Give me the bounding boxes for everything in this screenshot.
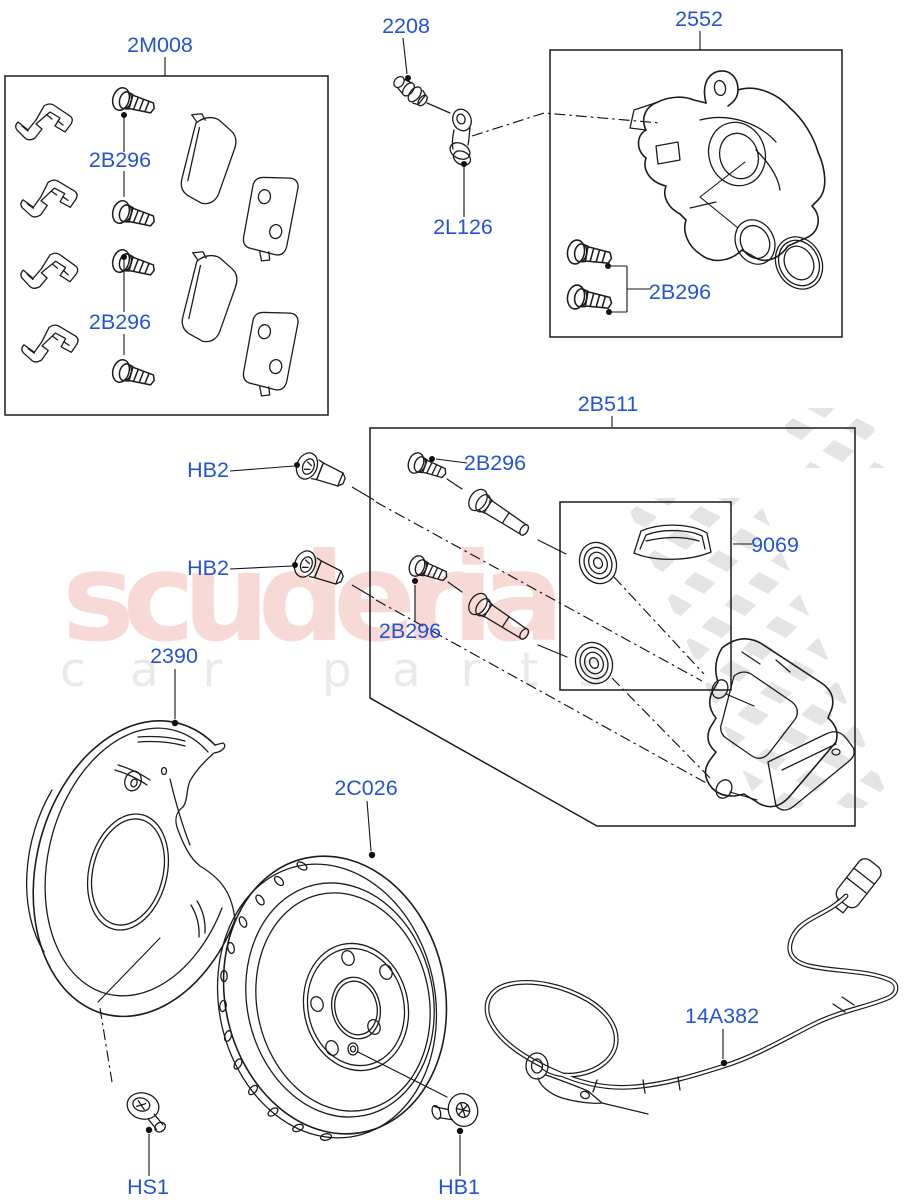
checkered-flag-graphic <box>624 408 893 808</box>
bleed-screw-drawing <box>393 75 451 114</box>
guide-pin-assembly-bottom <box>405 552 620 691</box>
group-box-caliper <box>549 49 843 338</box>
part-label-hs1[interactable]: HS1 <box>127 1175 169 1199</box>
grease-sachet-drawing <box>633 524 712 560</box>
hose-bracket-drawing <box>449 108 472 166</box>
disc-lug-holes <box>310 950 393 1056</box>
harness-clips <box>592 996 855 1094</box>
part-label-hb1[interactable]: HB1 <box>438 1175 480 1199</box>
group-box-boot-grease-kit <box>559 501 732 691</box>
part-label-2m008[interactable]: 2M008 <box>127 33 193 57</box>
part-label-2b296-pin-bottom[interactable]: 2B296 <box>379 619 441 643</box>
sensor-connector <box>832 858 882 914</box>
abs-sensor-harness-drawing <box>484 858 899 1115</box>
callouts: 2M008 2B296 2B296 2208 2L126 2552 2B296 … <box>89 7 799 1199</box>
axis-bleed-to-caliper <box>471 112 661 137</box>
part-label-2c026[interactable]: 2C026 <box>334 776 397 800</box>
shield-screw-drawing <box>126 1092 166 1133</box>
disc-screw-hole <box>347 1042 359 1056</box>
part-label-2l126[interactable]: 2L126 <box>433 215 493 239</box>
part-label-9069[interactable]: 9069 <box>751 533 799 557</box>
part-label-2b296-padbolts-top[interactable]: 2B296 <box>89 148 151 172</box>
watermark-brand-text: scuderia <box>62 527 555 669</box>
group-box-pad-kit <box>4 75 329 416</box>
part-label-2552[interactable]: 2552 <box>675 7 723 31</box>
part-label-hb2-bottom[interactable]: HB2 <box>187 556 229 580</box>
caliper-drawing <box>564 70 826 316</box>
watermark-sub-car: car <box>60 643 266 698</box>
assembly-axes <box>351 486 713 785</box>
caliper-anchor-bracket-drawing <box>704 638 855 811</box>
part-label-hb2-top[interactable]: HB2 <box>187 458 229 482</box>
guide-pin-assembly-top <box>404 449 624 591</box>
part-label-14a382[interactable]: 14A382 <box>685 1004 759 1028</box>
pad-kit-bolt-leaders <box>121 112 127 355</box>
part-label-2b296-padbolts-bottom[interactable]: 2B296 <box>89 310 151 334</box>
splash-shield-drawing <box>25 720 236 1018</box>
harness-bracket <box>525 1052 649 1115</box>
brake-disc-drawing <box>216 855 448 1141</box>
disc-retaining-screw-drawing <box>431 1093 479 1127</box>
group-box-guide-pin-kit <box>369 427 856 827</box>
disc-vent-holes <box>219 861 333 1141</box>
part-label-2b296-caliper[interactable]: 2B296 <box>649 280 711 304</box>
part-label-2b511[interactable]: 2B511 <box>578 392 639 416</box>
caliper-bolt-leaders <box>605 263 651 315</box>
part-label-2208[interactable]: 2208 <box>382 14 430 38</box>
axis-shield-to-screw <box>99 1007 113 1083</box>
part-label-2390[interactable]: 2390 <box>150 644 198 668</box>
part-label-2b296-pin-top[interactable]: 2B296 <box>464 451 526 475</box>
